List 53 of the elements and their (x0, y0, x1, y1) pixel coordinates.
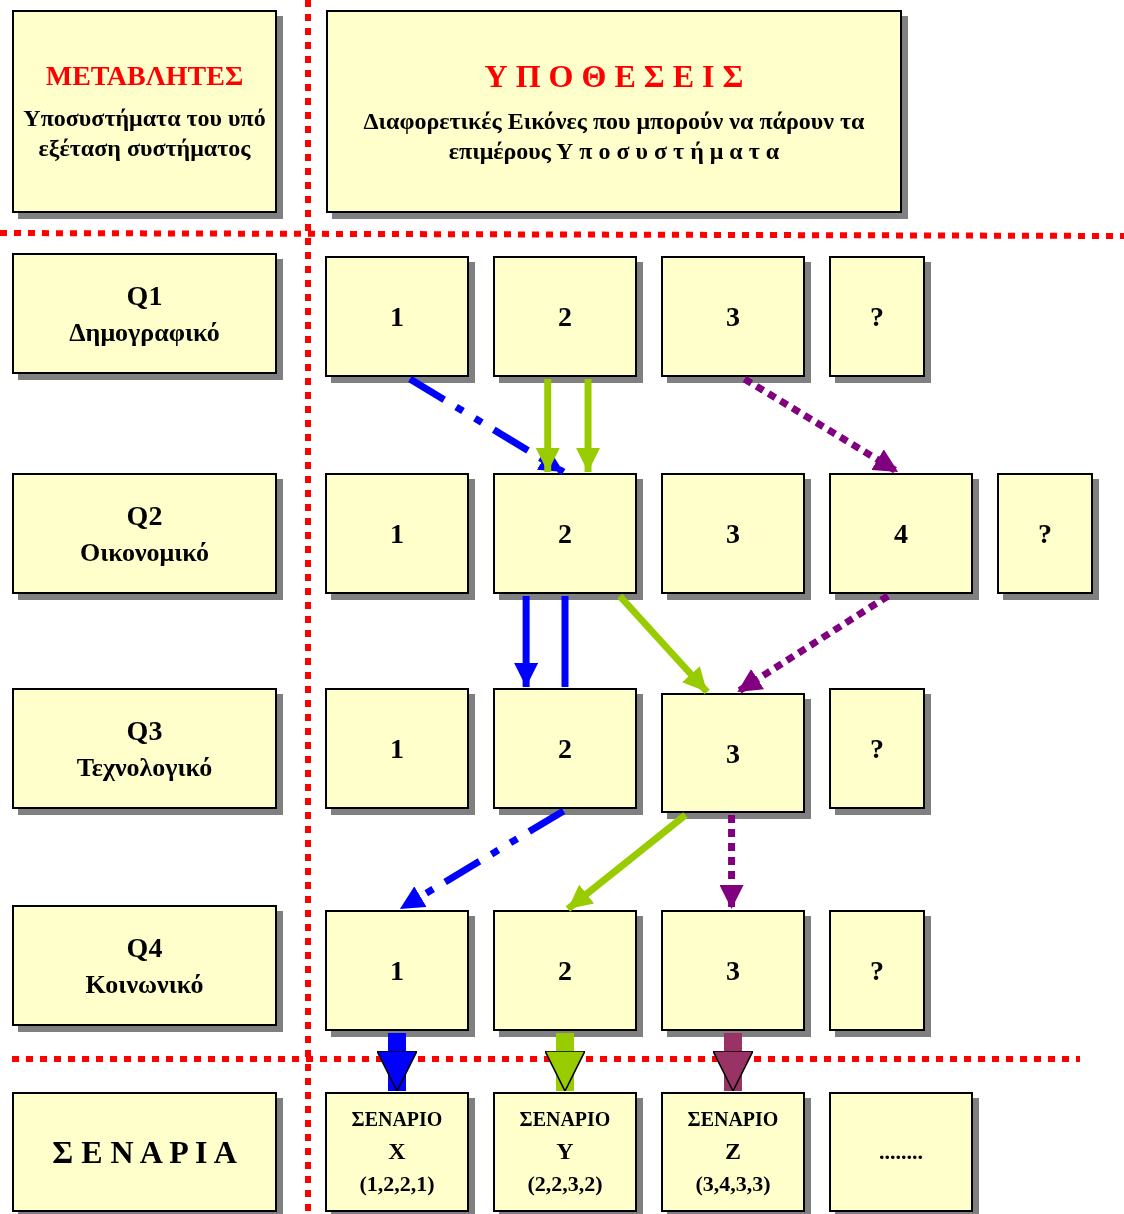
box-label: 2 (558, 300, 572, 334)
box-label: (1,2,2,1) (359, 1169, 435, 1198)
box-label: 2 (558, 732, 572, 766)
box-label: 1 (390, 517, 404, 551)
box-label: (3,4,3,3) (695, 1169, 771, 1198)
box-label: Κοινωνικό (85, 968, 204, 1001)
box-label: (2,2,3,2) (527, 1169, 603, 1198)
box-label: Q1 (126, 278, 163, 313)
box-label: 3 (726, 954, 740, 988)
box-label: ? (1038, 517, 1052, 551)
arrow (408, 376, 566, 475)
box-label: 1 (390, 954, 404, 988)
arrow (398, 808, 566, 912)
box-label: 3 (726, 736, 740, 771)
box-label: 2 (558, 517, 572, 551)
arrow (535, 379, 560, 472)
arrow (565, 812, 688, 912)
arrow (576, 379, 601, 472)
box-label: Z (725, 1136, 741, 1166)
arrow (514, 596, 539, 687)
arrow (617, 593, 710, 695)
box-label: Q4 (126, 930, 163, 965)
box-label: Q2 (126, 498, 163, 533)
block-arrow (376, 1033, 418, 1092)
block-arrow (712, 1033, 754, 1092)
box-label: ΣΕΝΑΡΙΟ (351, 1106, 443, 1132)
heading: ΜΕΤΑΒΛΗΤΕΣ (45, 59, 244, 93)
arrow (742, 376, 900, 475)
box-label: X (388, 1136, 406, 1166)
box-label: 2 (558, 954, 572, 988)
box-label: 1 (390, 300, 404, 334)
box-label: ? (870, 300, 884, 334)
box-label: 4 (894, 517, 908, 551)
box-label: Υποσυστήματα του υπό εξέταση συστήματος (22, 104, 267, 163)
box-label: Οικονομικό (79, 536, 210, 569)
arrow (735, 593, 890, 695)
box-label: Δημογραφικό (69, 316, 220, 349)
box-label: ? (870, 954, 884, 988)
box-label: Τεχνολογικό (76, 751, 213, 784)
box-label: 1 (390, 732, 404, 766)
box-label: 3 (726, 517, 740, 551)
box-label: Y (556, 1136, 574, 1166)
box-label: Σ Ε Ν Α Ρ Ι Α (52, 1133, 237, 1172)
box-label: ΣΕΝΑΡΙΟ (519, 1106, 611, 1132)
box-label: ΣΕΝΑΡΙΟ (687, 1106, 779, 1132)
box-label: ? (870, 732, 884, 766)
block-arrow (544, 1033, 586, 1092)
box-label: 3 (726, 300, 740, 334)
box-label: ........ (879, 1138, 923, 1166)
heading: Υ Π Ο Θ Ε Σ Ε Ι Σ (484, 56, 744, 96)
box-label: Διαφορετικές Εικόνες που μπορούν να πάρουν τα επιμέρους Υ π ο σ υ σ τ ή μ α τ α (362, 106, 866, 166)
arrow (719, 815, 744, 909)
box-label: Q3 (126, 713, 163, 748)
